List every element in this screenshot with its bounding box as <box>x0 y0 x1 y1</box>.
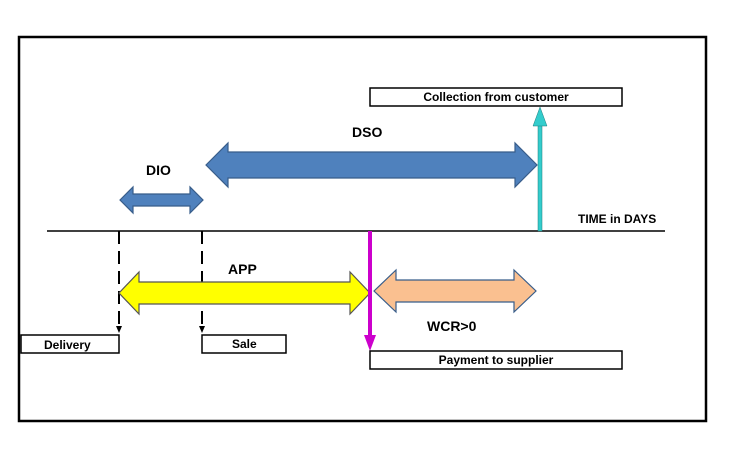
time-axis-label: TIME in DAYS <box>578 212 656 226</box>
payment-label: Payment to supplier <box>439 353 554 367</box>
sale-box <box>201 334 287 354</box>
dio-label: DIO <box>146 162 171 178</box>
delivery-box <box>20 334 120 354</box>
collection-box <box>369 87 623 107</box>
payment-marker-line <box>368 231 372 345</box>
delivery-tick <box>116 326 122 333</box>
delivery-label: Delivery <box>44 338 91 352</box>
collection-label: Collection from customer <box>423 90 569 104</box>
dso-arrow <box>205 141 538 189</box>
collection-marker-arrowhead <box>532 106 548 127</box>
app-label: APP <box>228 261 257 277</box>
wcr-arrow <box>373 268 537 314</box>
dio-arrow <box>119 185 204 215</box>
collection-marker-line <box>537 119 543 232</box>
payment-box <box>369 350 623 370</box>
payment-marker-arrowhead <box>364 335 376 351</box>
sale-tick <box>199 326 205 333</box>
wcr-label: WCR>0 <box>427 318 477 334</box>
sale-label: Sale <box>232 337 257 351</box>
dso-label: DSO <box>352 124 382 140</box>
